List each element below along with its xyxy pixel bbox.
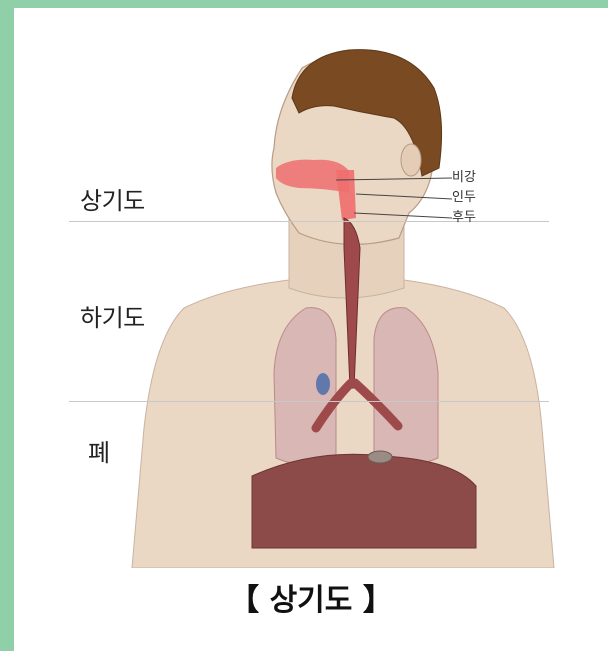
diagram-card: 상기도 하기도 폐 비강 인두 후두 【 상기도 】 [14,8,608,651]
anatomy-illustration [14,8,608,568]
liver [252,454,476,548]
figure-caption: 【 상기도 】 [14,575,608,619]
label-upper-airway: 상기도 [80,181,145,216]
label-lower-airway: 하기도 [80,298,145,333]
stomach-top [368,451,392,463]
ear [401,144,421,176]
label-lung: 폐 [88,433,110,468]
divider-lower-lung [69,401,549,402]
heart-vessel [316,373,330,395]
annotation-pharynx: 인두 [452,191,476,204]
divider-upper-lower [69,221,549,222]
annotation-nasal-cavity: 비강 [452,171,476,184]
annotation-larynx: 후두 [452,211,476,224]
